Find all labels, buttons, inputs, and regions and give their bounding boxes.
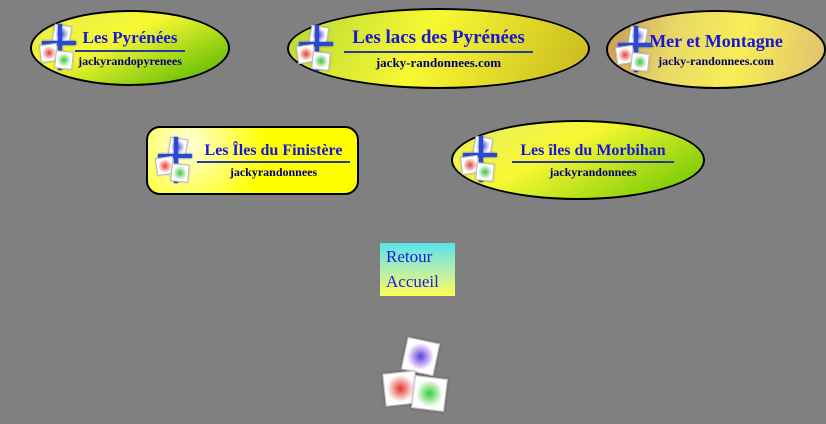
logo-blue-square [308, 24, 330, 45]
logo-green-square [411, 375, 448, 412]
jacky-logo-icon [295, 24, 339, 73]
badge-les-iles-du-finistere[interactable]: Les Îles du Finistère jackyrandonnees [146, 126, 359, 195]
badge-subtitle: jacky-randonnees.com [658, 54, 774, 69]
badge-title: Les lacs des Pyrénées [344, 27, 533, 53]
logo-cross-horizontal [463, 153, 497, 157]
logo-red-square [459, 154, 481, 176]
logo-cross-vertical [58, 24, 62, 70]
badge-les-lacs-des-pyrenees[interactable]: Les lacs des Pyrénées jacky-randonnees.c… [287, 8, 590, 89]
logo-red-square [38, 42, 60, 64]
badge-subtitle: jackyrandonnees [229, 165, 318, 180]
badge-subtitle: jackyrandopyrenees [78, 53, 182, 68]
home-link-line1: Retour [386, 246, 433, 266]
logo-green-square [54, 50, 74, 70]
logo-blue-square [627, 25, 649, 46]
logo-green-square [475, 162, 495, 182]
badge-les-iles-du-morbihan[interactable]: Les îles du Morbihan jackyrandonnees [451, 120, 705, 200]
logo-green-square [630, 51, 650, 72]
logo-red-square [614, 44, 636, 65]
logo-cross-vertical [479, 136, 483, 182]
jacky-logo-icon [459, 135, 503, 184]
logo-blue-square [472, 135, 494, 157]
badge-title: Les Îles du Finistère [196, 141, 351, 164]
logo-green-square [311, 50, 331, 71]
badge-subtitle: jackyrandonnees [549, 164, 637, 179]
logo-red-square [295, 43, 317, 64]
logo-cross-vertical [634, 25, 638, 72]
jacky-logo-icon [154, 136, 198, 185]
badge-subtitle: jacky-randonnees.com [375, 54, 502, 70]
logo-green-square [170, 162, 190, 183]
home-link-line2: Accueil [386, 271, 439, 291]
badge-les-pyrenees[interactable]: Les Pyrénées jackyrandopyrenees [30, 10, 230, 86]
badge-title: Mer et Montagne [649, 30, 783, 51]
jacky-logo-large-icon [382, 336, 455, 414]
logo-red-square [154, 155, 176, 176]
badge-title: Les Pyrénées [74, 28, 186, 52]
home-link-retour-accueil[interactable]: Retour Accueil [380, 243, 455, 296]
logo-cross-vertical [174, 136, 178, 183]
logo-cross-vertical [315, 24, 319, 71]
badge-mer-et-montagne[interactable]: Mer et Montagne jacky-randonnees.com [606, 10, 826, 89]
logo-cross-horizontal [158, 153, 192, 158]
badge-title: Les îles du Morbihan [512, 141, 674, 163]
logo-cross-horizontal [299, 41, 333, 46]
logo-cross-horizontal [42, 41, 76, 45]
logo-blue-square [167, 136, 189, 157]
logo-blue-square [51, 23, 73, 45]
logo-cross-horizontal [618, 42, 652, 47]
